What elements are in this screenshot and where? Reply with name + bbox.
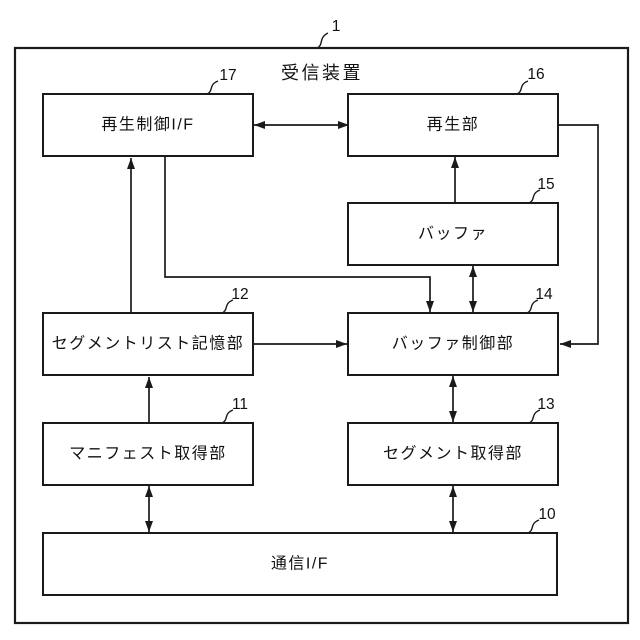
leader-line-16 — [516, 80, 529, 95]
ref-number-14: 14 — [535, 286, 553, 303]
leader-line-15 — [528, 189, 541, 204]
ref-number-13: 13 — [537, 396, 554, 413]
leader-line-10 — [527, 519, 540, 534]
block-14-box — [347, 312, 559, 376]
block-12: セグメントリスト記憶部 — [42, 312, 254, 376]
block-13-box — [347, 422, 559, 486]
ref-number-15: 15 — [537, 176, 554, 193]
block-12-label: セグメントリスト記憶部 — [52, 335, 245, 353]
block-11-box — [42, 422, 254, 486]
block-10-label: 通信I/F — [271, 555, 329, 573]
device-title: 受信装置 — [281, 63, 363, 83]
ref-number-10: 10 — [538, 506, 556, 523]
block-14: バッファ制御部 — [347, 312, 559, 376]
ref-number-11: 11 — [232, 396, 248, 413]
block-13: セグメント取得部 — [347, 422, 559, 486]
ref-number-16: 16 — [527, 66, 544, 83]
block-16: 再生部 — [347, 93, 559, 157]
block-11: マニフェスト取得部 — [42, 422, 254, 486]
block-12-box — [42, 312, 254, 376]
block-15-box — [347, 202, 559, 266]
leader-line-14 — [526, 299, 539, 314]
block-10-box — [42, 532, 558, 596]
block-17-label: 再生制御I/F — [101, 116, 194, 134]
block-14-label: バッファ制御部 — [392, 335, 515, 353]
leader-line-17 — [206, 80, 219, 95]
block-13-label: セグメント取得部 — [383, 445, 523, 463]
ref-number-17: 17 — [219, 67, 236, 84]
block-16-label: 再生部 — [427, 116, 480, 134]
leader-line-13 — [528, 409, 541, 424]
block-17: 再生制御I/F — [42, 93, 254, 157]
block-10: 通信I/F — [42, 532, 558, 596]
device-frame — [13, 46, 630, 625]
block-11-label: マニフェスト取得部 — [69, 445, 227, 463]
ref-number-12: 12 — [231, 286, 248, 303]
ref-number-1: 1 — [332, 18, 341, 35]
block-17-box — [42, 93, 254, 157]
connector-17-14 — [164, 156, 434, 312]
block-15-label: バッファ — [418, 226, 488, 243]
leader-line-12 — [221, 299, 234, 314]
leader-line-11 — [221, 409, 234, 424]
leader-line-1 — [316, 32, 329, 49]
block-15: バッファ — [347, 202, 559, 266]
connector-16-14 — [558, 124, 599, 348]
block-16-box — [347, 93, 559, 157]
